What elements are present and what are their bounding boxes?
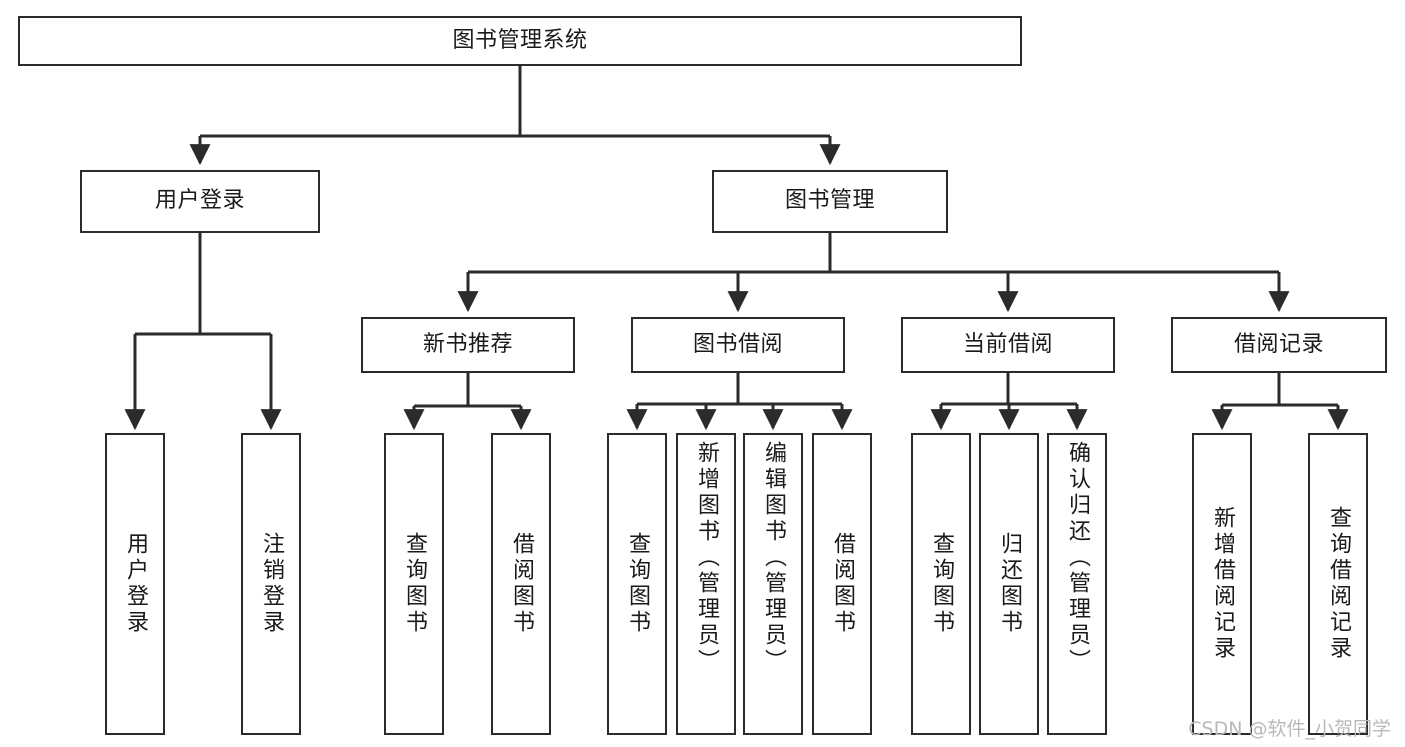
node-user-login-label: 用户登录: [154, 188, 245, 214]
node-book-manage[interactable]: 图书管理: [712, 170, 948, 233]
node-current-borrow-label: 当前借阅: [962, 331, 1053, 357]
node-borrow-record-label: 借阅记录: [1233, 331, 1324, 357]
leaf-book-borrow-edit[interactable]: 编辑图书（管理员）: [743, 433, 803, 735]
leaf-new-book-query-label: 查询图书: [402, 532, 427, 636]
leaf-current-borrow-query-label: 查询图书: [929, 532, 954, 636]
leaf-user-login-logout[interactable]: 注销登录: [241, 433, 301, 735]
node-user-login[interactable]: 用户登录: [80, 170, 320, 233]
node-current-borrow[interactable]: 当前借阅: [901, 317, 1115, 373]
leaf-current-borrow-query[interactable]: 查询图书: [911, 433, 971, 735]
leaf-current-borrow-return-label: 归还图书: [997, 532, 1022, 636]
leaf-user-login-login-label: 用户登录: [123, 532, 148, 636]
leaf-user-login-logout-label: 注销登录: [259, 532, 284, 636]
node-new-book-recommend-label: 新书推荐: [422, 331, 513, 357]
node-book-borrow-label: 图书借阅: [692, 331, 783, 357]
node-book-borrow[interactable]: 图书借阅: [631, 317, 845, 373]
leaf-borrow-record-query-label: 查询借阅记录: [1326, 506, 1351, 662]
leaf-borrow-record-query[interactable]: 查询借阅记录: [1308, 433, 1368, 735]
leaf-new-book-query[interactable]: 查询图书: [384, 433, 444, 735]
leaf-user-login-login[interactable]: 用户登录: [105, 433, 165, 735]
node-borrow-record[interactable]: 借阅记录: [1171, 317, 1387, 373]
leaf-current-borrow-return[interactable]: 归还图书: [979, 433, 1039, 735]
leaf-book-borrow-borrow[interactable]: 借阅图书: [812, 433, 872, 735]
leaf-current-borrow-confirm[interactable]: 确认归还（管理员）: [1047, 433, 1107, 735]
leaf-book-borrow-edit-label: 编辑图书（管理员）: [761, 441, 786, 675]
leaf-borrow-record-add[interactable]: 新增借阅记录: [1192, 433, 1252, 735]
leaf-new-book-borrow[interactable]: 借阅图书: [491, 433, 551, 735]
node-root[interactable]: 图书管理系统: [18, 16, 1022, 66]
leaf-book-borrow-borrow-label: 借阅图书: [830, 532, 855, 636]
leaf-new-book-borrow-label: 借阅图书: [509, 532, 534, 636]
leaf-book-borrow-add[interactable]: 新增图书（管理员）: [676, 433, 736, 735]
leaf-book-borrow-add-label: 新增图书（管理员）: [694, 441, 719, 675]
leaf-borrow-record-add-label: 新增借阅记录: [1210, 506, 1235, 662]
node-new-book-recommend[interactable]: 新书推荐: [361, 317, 575, 373]
leaf-current-borrow-confirm-label: 确认归还（管理员）: [1065, 441, 1090, 675]
leaf-book-borrow-query[interactable]: 查询图书: [607, 433, 667, 735]
node-root-label: 图书管理系统: [452, 27, 588, 53]
leaf-book-borrow-query-label: 查询图书: [625, 532, 650, 636]
node-book-manage-label: 图书管理: [784, 188, 875, 214]
